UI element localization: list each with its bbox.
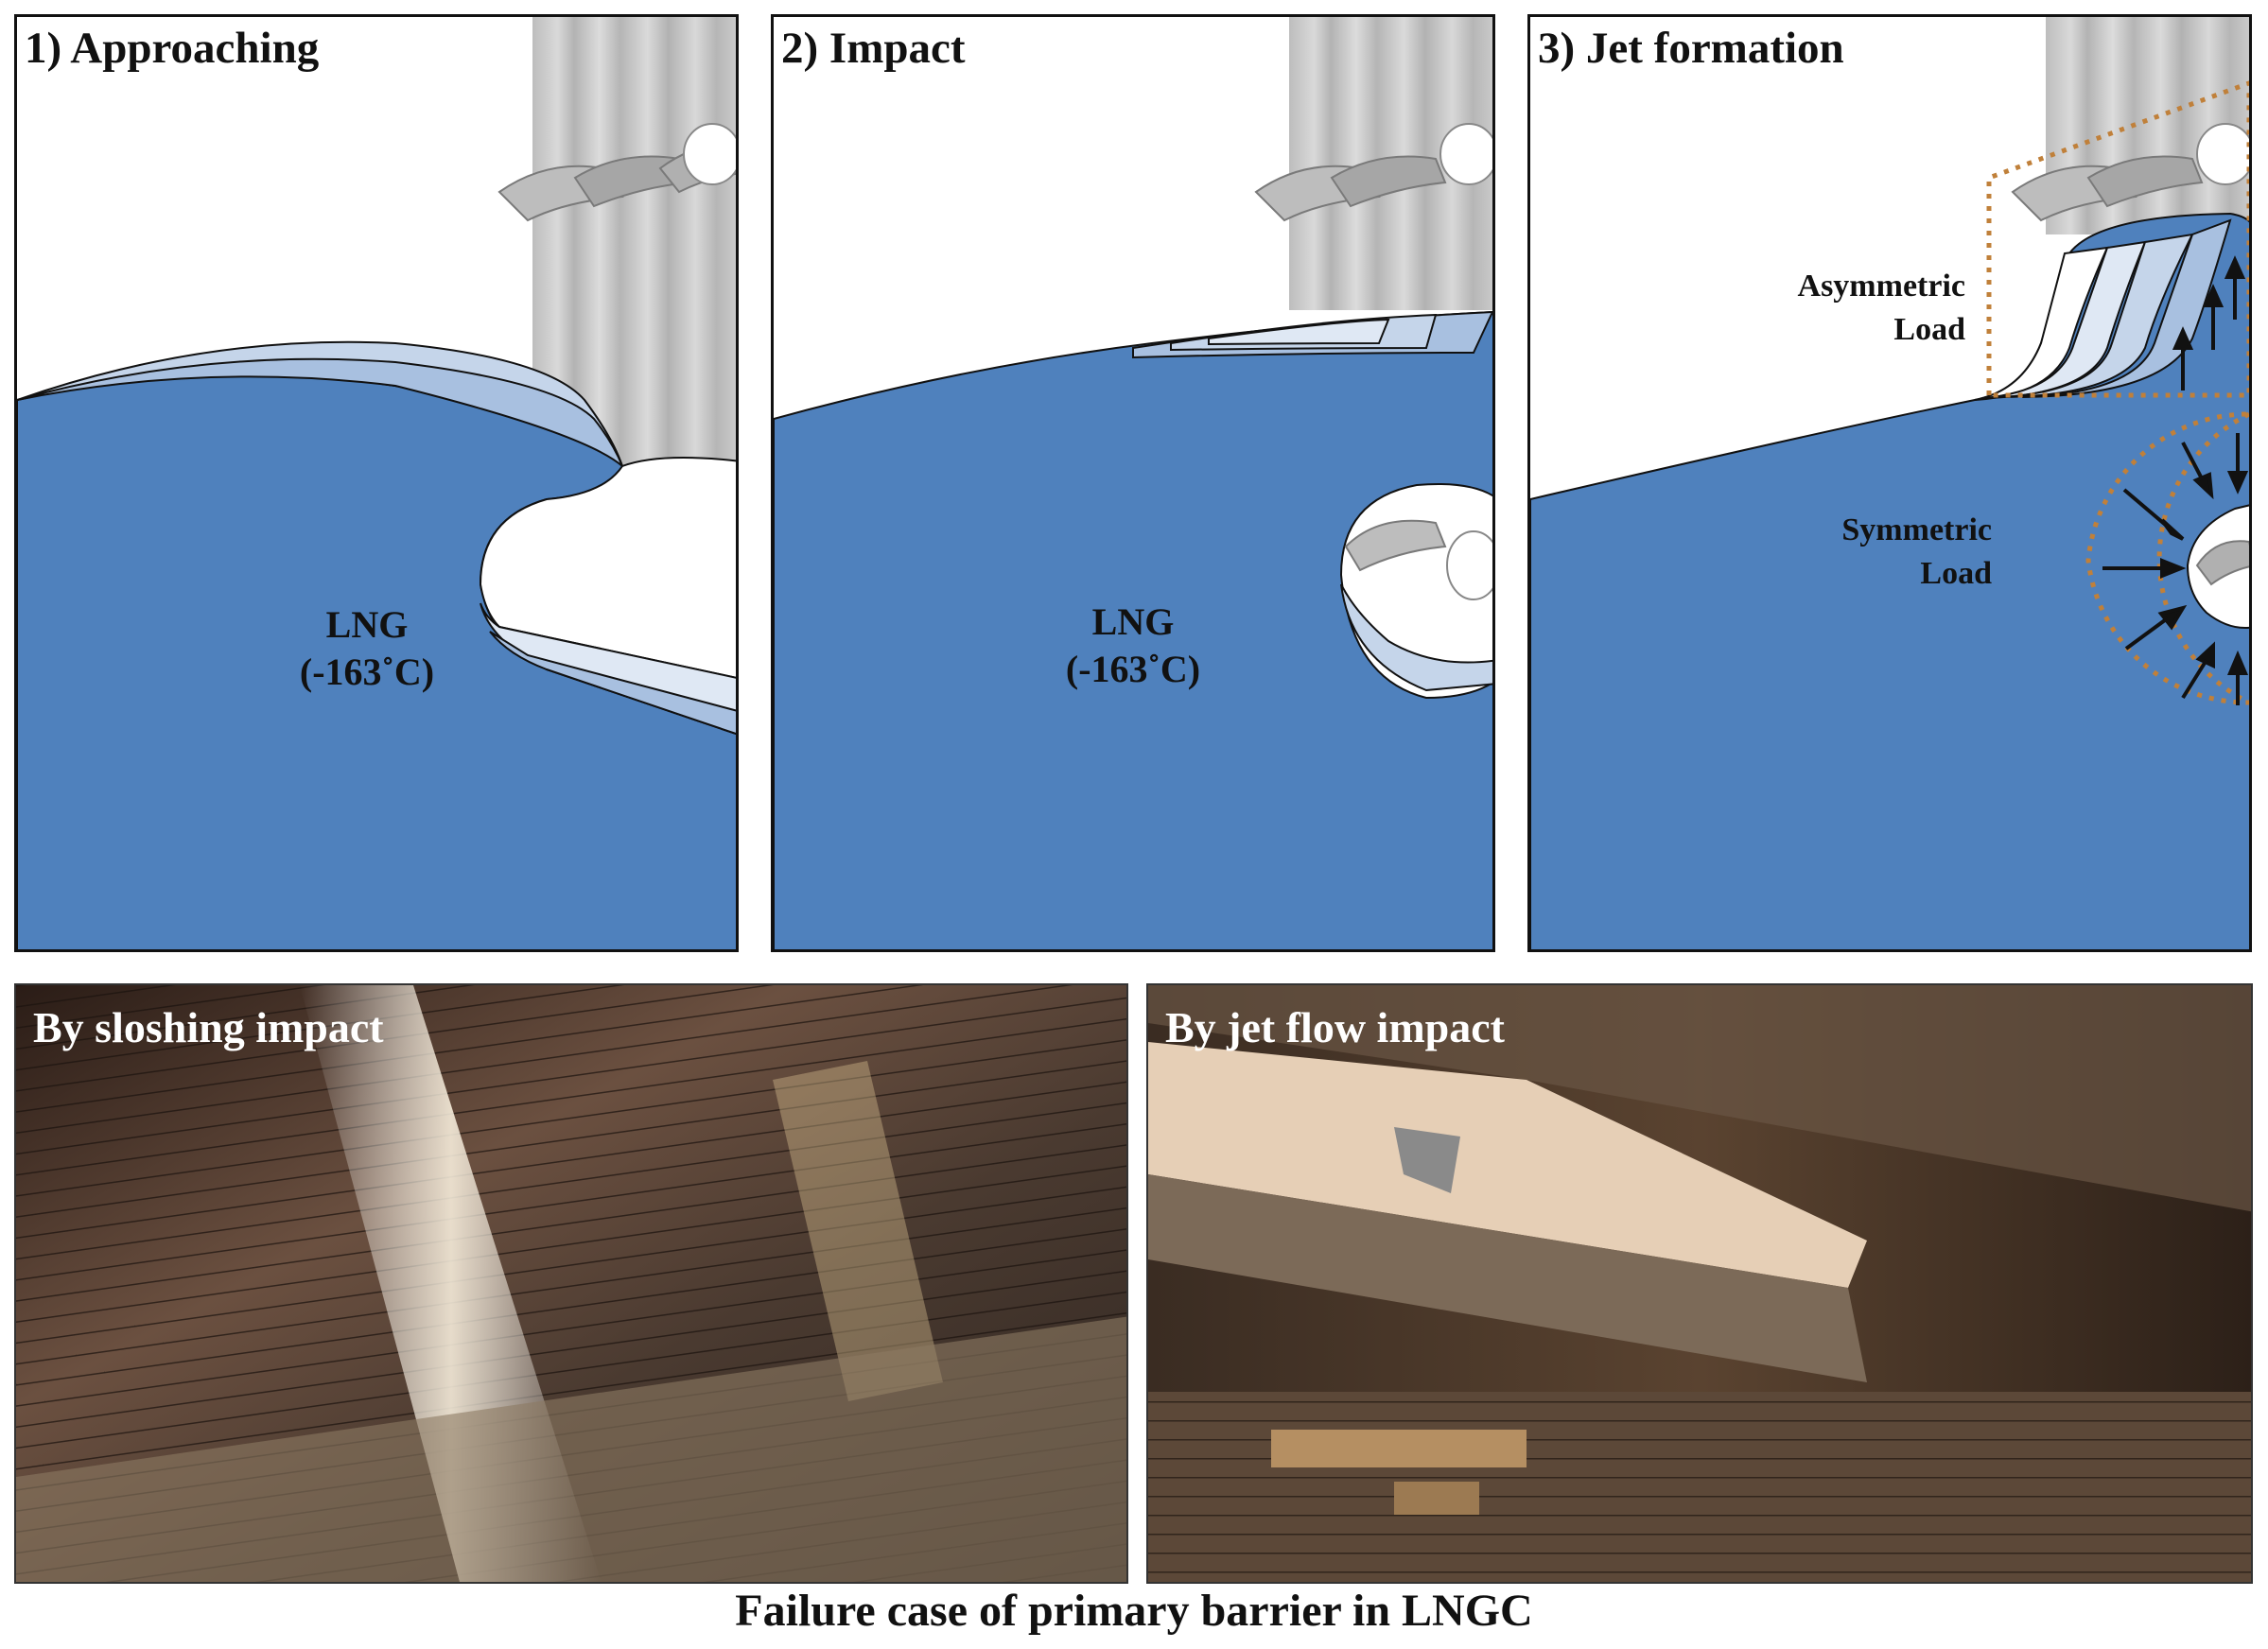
photo-floor-stripes: [1148, 1392, 2251, 1582]
photo-title: By jet flow impact: [1165, 1003, 1505, 1051]
corrugation-upper: [2011, 123, 2249, 222]
wood-block: [1271, 1430, 1527, 1467]
cavity-air: [479, 457, 736, 679]
pocket-corrugation: [1344, 519, 1492, 600]
torn-membrane: [1394, 1127, 1460, 1193]
symmetric-arrows: [2102, 433, 2249, 705]
symmetric-load-line-2: Load: [1920, 555, 1992, 591]
photo-glare-2: [773, 1061, 943, 1401]
pocket-corrugation: [2195, 540, 2249, 586]
trough-layer-2: [489, 631, 736, 736]
lng-label: LNG (-163˚C): [244, 601, 490, 696]
panel-jet-formation: 3) Jet formation Asymmetric Load Symmetr…: [1527, 14, 2252, 952]
figure-caption: Failure case of primary barrier in LNGC: [735, 1586, 1533, 1636]
wave-crest-layer-2: [17, 357, 623, 467]
panel-title: 1) Approaching: [25, 24, 320, 73]
jet-formation-illustration: [1530, 17, 2249, 949]
fluid-temperature: (-163˚C): [1065, 648, 1201, 690]
photo-ceiling: [1148, 985, 2251, 1212]
photo-title: By sloshing impact: [33, 1003, 384, 1051]
fluid-name: LNG: [1091, 600, 1175, 643]
insulation-block: [1148, 1042, 1867, 1288]
corrugation-upper: [497, 123, 736, 222]
wood-block-2: [1394, 1482, 1479, 1515]
jet-layer-3: [2002, 233, 2194, 398]
photo-floor: [16, 1316, 1126, 1582]
panel-approaching: 1) Approaching LNG (-163˚C): [14, 14, 739, 952]
photo-jet-flow-impact: By jet flow impact: [1146, 983, 2253, 1584]
symmetric-load-label: Symmetric Load: [1841, 509, 1992, 596]
fluid-temperature: (-163˚C): [299, 651, 435, 693]
pocket-liquid-layer: [1340, 583, 1492, 692]
impact-illustration: [774, 17, 1492, 949]
jet-flow-damage-photo: [1148, 985, 2251, 1582]
panel-impact: 2) Impact LNG (-163˚C): [771, 14, 1495, 952]
jet-layer-3: [1208, 318, 1390, 346]
panel-title: 3) Jet formation: [1538, 24, 1844, 73]
asymmetric-load-label: Asymmetric Load: [1798, 265, 1965, 352]
asymmetric-arrows: [2172, 255, 2246, 391]
sloshing-damage-photo: [16, 985, 1126, 1582]
lng-label: LNG (-163˚C): [1010, 599, 1256, 693]
panel-title: 2) Impact: [781, 24, 966, 73]
asymmetric-load-line-1: Asymmetric: [1797, 269, 1965, 304]
approaching-illustration: [17, 17, 736, 949]
jet-layer-4: [2021, 218, 2232, 398]
corrugation-upper: [1254, 123, 1492, 222]
symmetric-load-line-1: Symmetric: [1841, 512, 1992, 547]
fluid-name: LNG: [325, 603, 409, 646]
asymmetric-load-line-2: Load: [1893, 311, 1965, 347]
damaged-foil: [1148, 1174, 1867, 1382]
photo-sloshing-impact: By sloshing impact: [14, 983, 1128, 1584]
